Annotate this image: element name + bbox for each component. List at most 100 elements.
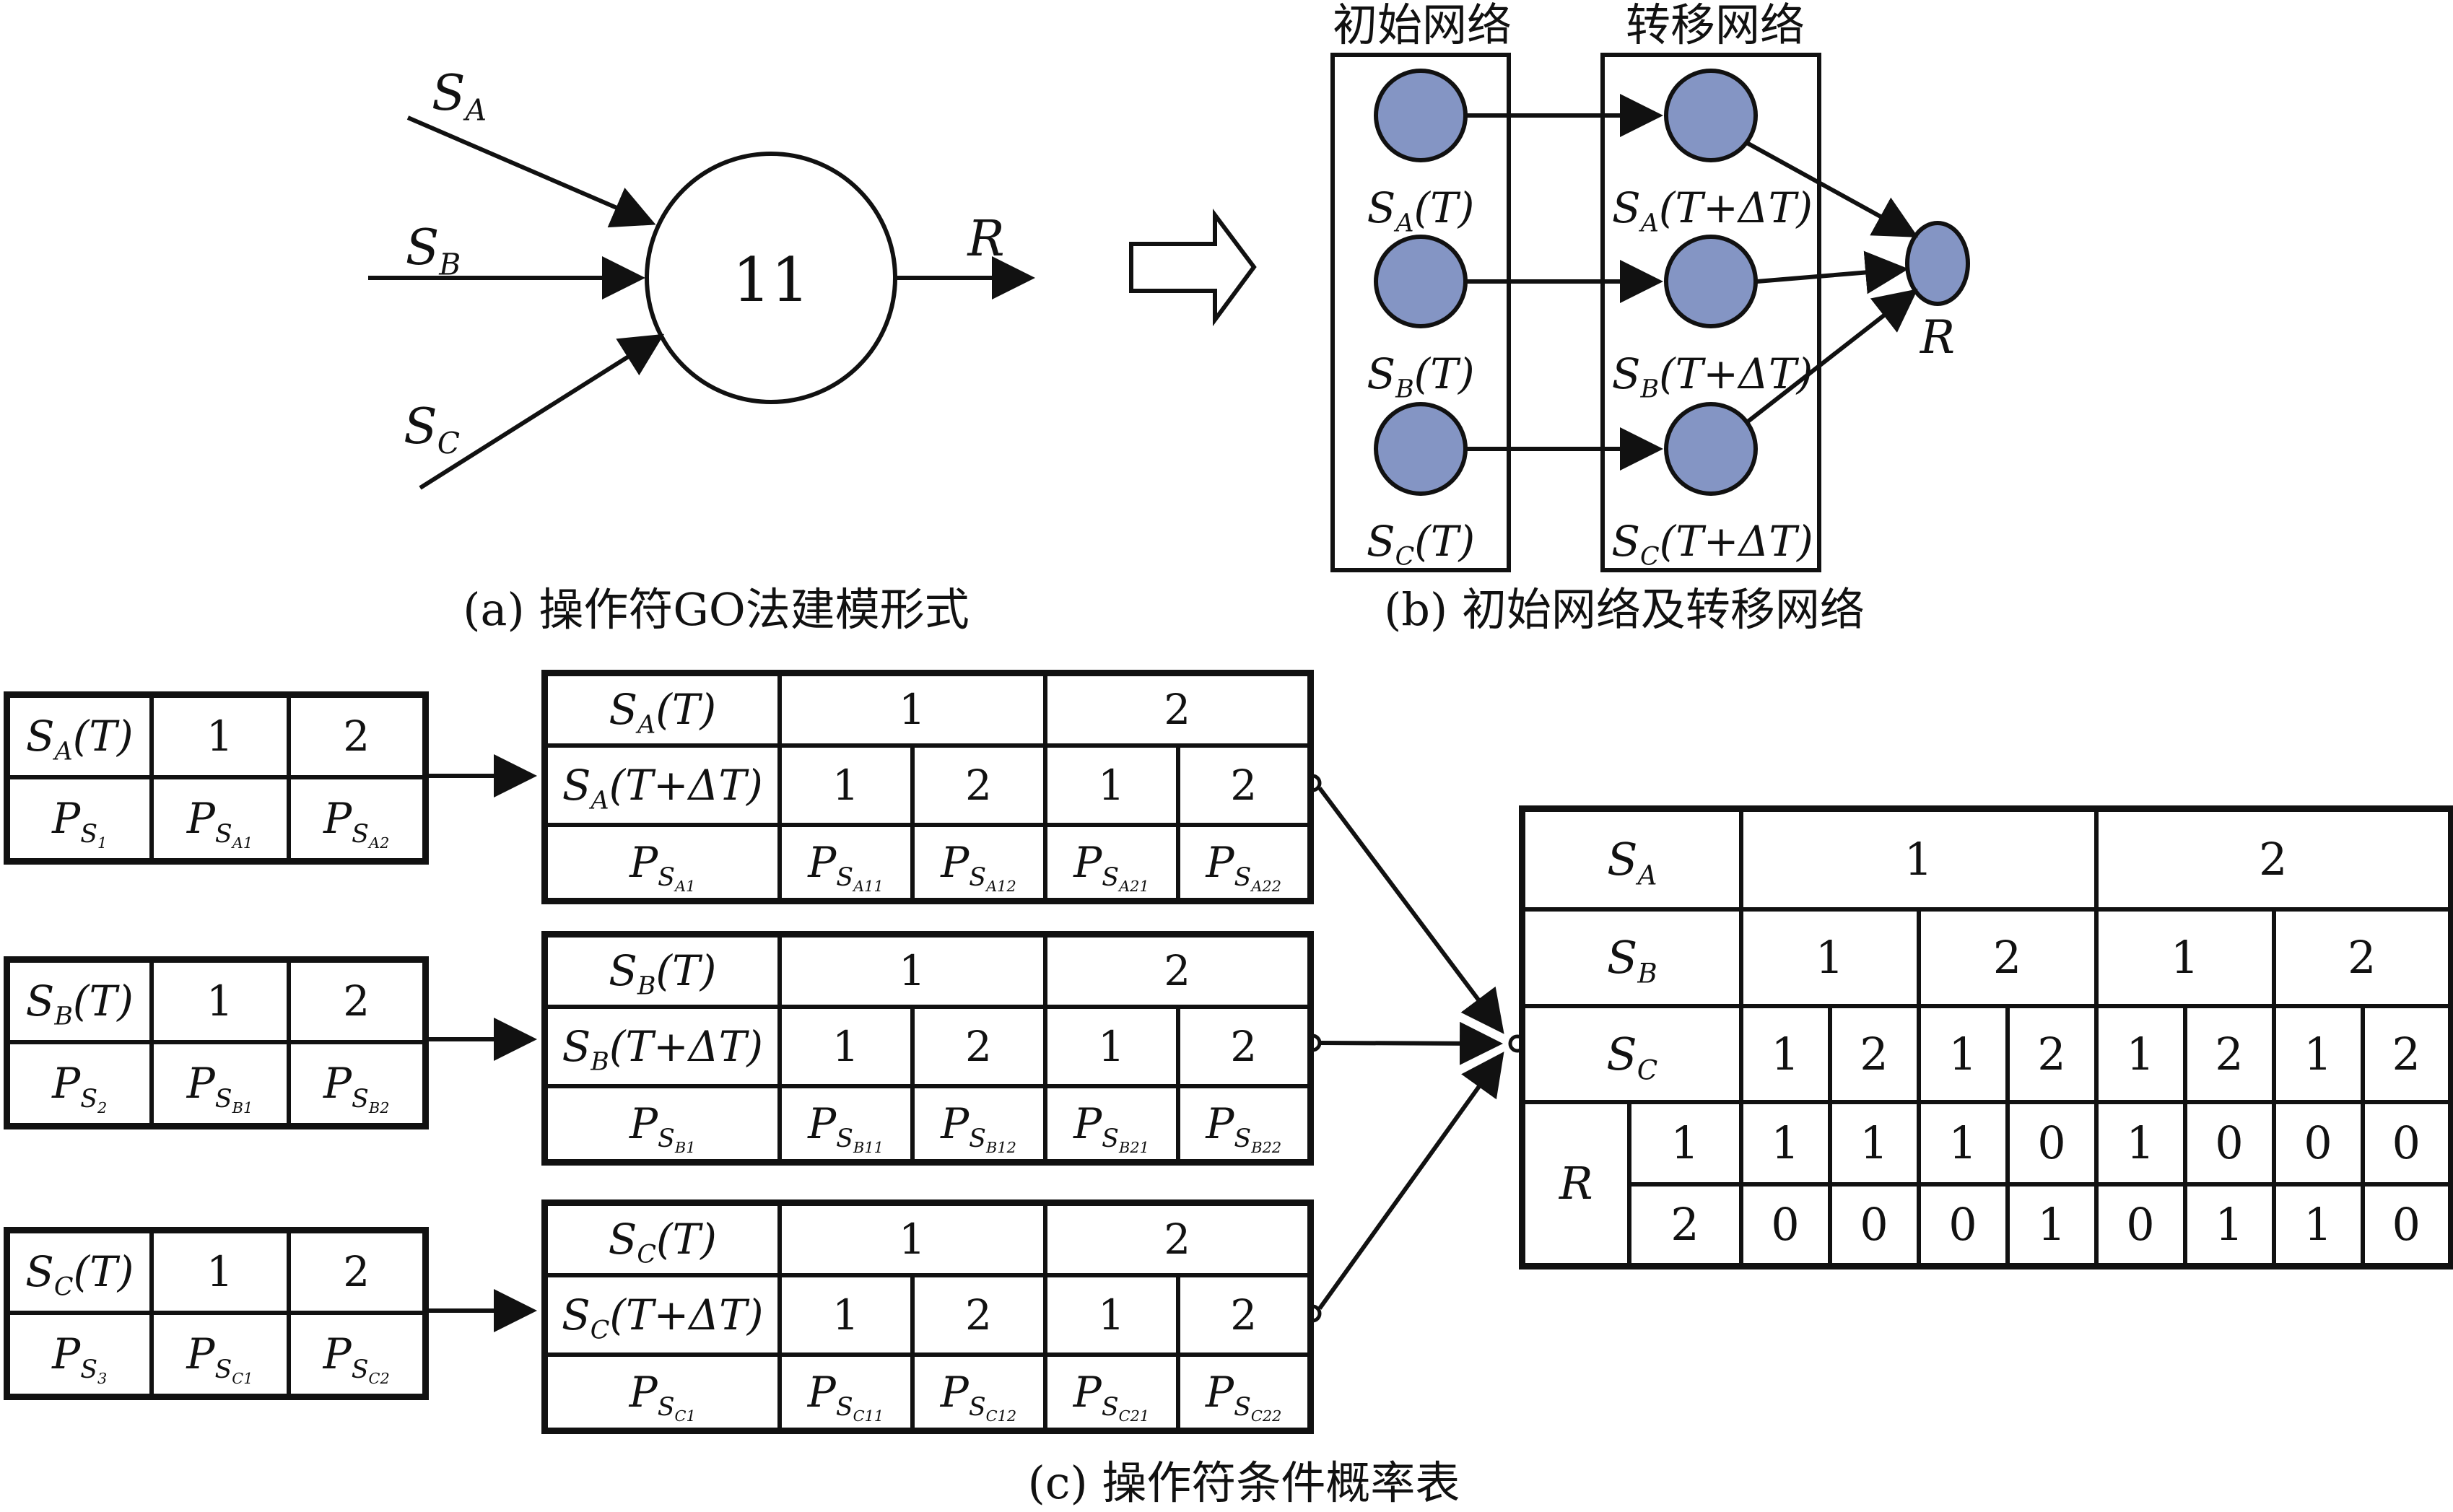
table-row: PS2 PSB1 PSB2 <box>4 1039 428 1129</box>
node-sc-tdt <box>1664 402 1758 496</box>
trans-a-prob-21: PSA21 <box>1042 822 1180 904</box>
cpt-sb-v2: 2 <box>1916 906 2099 1008</box>
cpt-r1-v3: 1 <box>1916 1099 2010 1187</box>
node-label-sa-tdt: SA(T+ΔT) <box>1612 183 1813 238</box>
prior-b-state-1: 1 <box>149 957 291 1044</box>
node-label-r: R <box>1920 311 1956 364</box>
cpt-sc-v7: 1 <box>2271 1003 2365 1104</box>
cpt-sb-v3: 1 <box>2093 906 2276 1008</box>
table-row: SC(T+ΔT) 1 2 1 2 <box>542 1272 1313 1357</box>
trans-c-prob-12: PSC12 <box>910 1352 1047 1433</box>
node-label-sb-tdt: SB(T+ΔT) <box>1611 349 1813 404</box>
trans-c-next-21: 1 <box>1042 1272 1180 1357</box>
table-row: PSB1 PSB11 PSB12 PSB21 PSB22 <box>542 1083 1313 1165</box>
cpt-sa-1: 1 <box>1738 806 2099 912</box>
prior-b-state-2: 2 <box>286 957 428 1044</box>
cpt-sc-v3: 1 <box>1916 1003 2010 1104</box>
prior-b-prob-label: PS2 <box>4 1039 154 1129</box>
prior-a-state-label: SA(T) <box>4 692 154 779</box>
arrow-sb-to-r <box>1756 250 1909 294</box>
arrow-trans-c-to-cpt <box>1317 1052 1504 1310</box>
table-row: PSA1 PSA11 PSA12 PSA21 PSA22 <box>542 822 1313 904</box>
trans-b-prob-22: PSB22 <box>1175 1083 1313 1165</box>
table-row: SA 1 2 <box>1520 806 2453 912</box>
trans-a-prob-label: PSA1 <box>542 822 782 904</box>
prior-a-prob-1: PSA1 <box>149 774 291 864</box>
cpt-sa-label: SA <box>1520 806 1743 912</box>
node-sb-t <box>1374 235 1468 328</box>
trans-b-next-21: 1 <box>1042 1004 1180 1088</box>
arrow-trans-a-to-cpt <box>1317 787 1504 1034</box>
input-label-sb: SB <box>405 219 461 282</box>
cpt-r1-v7: 0 <box>2271 1099 2365 1187</box>
node-sa-t <box>1374 69 1468 162</box>
prior-c-state-label: SC(T) <box>4 1228 154 1315</box>
hollow-right-arrow <box>1129 209 1257 327</box>
output-label-r: R <box>967 211 1005 268</box>
trans-c-next-11: 1 <box>777 1272 915 1357</box>
trans-c-prob-label: PSC1 <box>542 1352 782 1433</box>
transition-table-b: SB(T) 1 2 SB(T+ΔT) 1 2 1 2 PSB1 PSB11 PS… <box>541 931 1314 1166</box>
node-label-sc-tdt: SC(T+ΔT) <box>1611 517 1813 572</box>
prior-table-b: SB(T) 1 2 PS2 PSB1 PSB2 <box>4 956 429 1129</box>
arrow-sc-to-r <box>1746 289 1918 424</box>
prior-a-prob-2: PSA2 <box>286 774 428 864</box>
prior-b-state-label: SB(T) <box>4 957 154 1044</box>
trans-c-state-label: SC(T) <box>542 1200 782 1277</box>
initial-network-box <box>1330 53 1511 572</box>
prior-b-prob-2: PSB2 <box>286 1039 428 1129</box>
trans-b-state-label: SB(T) <box>542 932 782 1009</box>
cpt-sb-v4: 2 <box>2271 906 2453 1008</box>
trans-b-next-label: SB(T+ΔT) <box>542 1004 782 1088</box>
caption-a: (a) 操作符GO法建模形式 <box>463 583 970 636</box>
node-sc-t <box>1374 402 1468 496</box>
caption-b: (b) 初始网络及转移网络 <box>1384 583 1865 636</box>
caption-c: (c) 操作符条件概率表 <box>1027 1456 1460 1509</box>
trans-c-prob-21: PSC21 <box>1042 1352 1180 1433</box>
table-row: SA(T+ΔT) 1 2 1 2 <box>542 743 1313 827</box>
table-row: SB 1 2 1 2 <box>1520 906 2453 1008</box>
cpt-sc-label: SC <box>1520 1003 1743 1104</box>
trans-b-top-1: 1 <box>777 932 1047 1009</box>
table-row: SC 1 2 1 2 1 2 1 2 <box>1520 1003 2453 1104</box>
table-row: SC(T) 1 2 <box>542 1200 1313 1277</box>
trans-a-top-1: 1 <box>777 670 1047 748</box>
prior-b-prob-1: PSB1 <box>149 1039 291 1129</box>
cpt-sb-v1: 1 <box>1738 906 1921 1008</box>
cpt-r1-v8: 0 <box>2360 1099 2453 1187</box>
cpt-r1-v2: 1 <box>1827 1099 1921 1187</box>
node-label-sc-t: SC(T) <box>1366 517 1476 572</box>
trans-b-prob-21: PSB21 <box>1042 1083 1180 1165</box>
trans-a-next-11: 1 <box>777 743 915 827</box>
prior-a-prob-label: PS1 <box>4 774 154 864</box>
arrow-trans-b-to-cpt <box>1319 1021 1503 1065</box>
prior-a-state-1: 1 <box>149 692 291 779</box>
cpt-r2-v6: 1 <box>2182 1181 2276 1269</box>
cpt-table: SA 1 2 SB 1 2 1 2 SC 1 2 1 2 1 2 1 2 R 1… <box>1519 805 2453 1270</box>
cpt-sb-label: SB <box>1520 906 1743 1008</box>
table-row: SC(T) 1 2 <box>4 1228 428 1315</box>
table-row: 2 0 0 0 1 0 1 1 0 <box>1522 1181 2453 1269</box>
cpt-r1-v5: 1 <box>2093 1099 2187 1187</box>
cpt-r2-v4: 1 <box>2005 1181 2099 1269</box>
cpt-r2-v5: 0 <box>2093 1181 2187 1269</box>
cpt-r1-v4: 0 <box>2005 1099 2099 1187</box>
table-row: R 1 1 1 1 0 1 0 0 0 <box>1520 1099 2453 1269</box>
table-row: SB(T) 1 2 <box>4 957 428 1044</box>
trans-b-prob-11: PSB11 <box>777 1083 915 1165</box>
trans-a-state-label: SA(T) <box>542 670 782 748</box>
trans-a-next-22: 2 <box>1175 743 1313 827</box>
trans-b-prob-12: PSB12 <box>910 1083 1047 1165</box>
trans-a-next-label: SA(T+ΔT) <box>542 743 782 827</box>
initial-network-header: 初始网络 <box>1332 0 1512 51</box>
cpt-r-label: R <box>1520 1099 1631 1269</box>
trans-c-next-22: 2 <box>1175 1272 1313 1357</box>
prior-c-prob-label: PS3 <box>4 1310 154 1399</box>
cpt-r2-v8: 0 <box>2360 1181 2453 1269</box>
arrow-sa-to-r <box>1746 141 1919 237</box>
table-row: PS3 PSC1 PSC2 <box>4 1310 428 1399</box>
input-arrow-sa <box>406 115 656 228</box>
prior-c-state-2: 2 <box>286 1228 428 1315</box>
cpt-sc-v1: 1 <box>1738 1003 1832 1104</box>
